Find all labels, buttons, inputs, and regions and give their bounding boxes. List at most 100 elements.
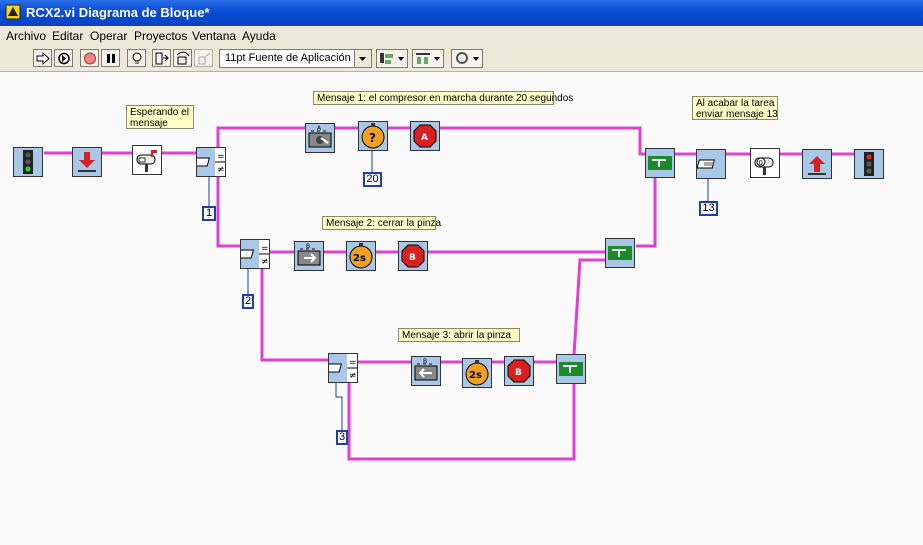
motor-b-off-node-2[interactable]: B xyxy=(504,356,534,386)
menu-editar[interactable]: Editar xyxy=(52,29,84,43)
constant-13[interactable]: 13 xyxy=(699,201,718,216)
stop-sign-b-icon: B xyxy=(507,359,531,383)
run-continuously-button[interactable] xyxy=(54,49,73,67)
menu-ventana[interactable]: Ventana xyxy=(192,29,237,43)
pause-icon xyxy=(107,54,115,63)
download-node[interactable] xyxy=(72,147,102,177)
motor-a-on-node[interactable]: A xyxy=(305,123,335,153)
note-waiting[interactable]: Esperando el mensaje xyxy=(126,105,194,129)
distribute-objects-dropdown[interactable] xyxy=(412,49,444,68)
constant-2[interactable]: 2 xyxy=(242,294,254,309)
step-over-button[interactable] xyxy=(173,49,192,67)
motor-b-open-node[interactable]: B xyxy=(411,356,441,386)
case-end-green-icon xyxy=(608,246,632,260)
stop-a-label: A xyxy=(421,133,428,143)
message-case-2[interactable]: =≠ xyxy=(237,239,270,269)
wire-branch-msg2 xyxy=(216,162,240,248)
traffic-light-red-icon xyxy=(864,152,874,176)
timer-b2-label: 2s xyxy=(469,370,482,381)
step-out-button[interactable] xyxy=(194,49,213,67)
abort-stop-icon xyxy=(84,52,96,65)
wire-msg2-merge xyxy=(636,167,657,248)
stopwatch-2s-icon: 2s xyxy=(465,360,489,386)
motor-a-off-node[interactable]: A xyxy=(410,121,440,151)
block-diagram-canvas[interactable]: Esperando el mensaje Mensaje 1: el compr… xyxy=(0,72,923,545)
wire-branch-msg3 xyxy=(260,262,330,362)
reorder-dropdown[interactable] xyxy=(451,49,483,68)
font-select-arrow[interactable] xyxy=(354,50,371,67)
wait-question-label: ? xyxy=(369,131,376,145)
stop-b2-label: B xyxy=(515,368,522,378)
motor-b-close-node[interactable]: B xyxy=(294,241,324,271)
mailbox-zero-icon: 0 xyxy=(754,157,774,175)
message-case-1[interactable]: =≠ xyxy=(193,147,226,177)
note-msg2[interactable]: Mensaje 2: cerrar la pinza xyxy=(322,216,441,230)
wait-2s-node-1[interactable]: 2s xyxy=(346,241,376,271)
timer-b1-label: 2s xyxy=(353,253,366,264)
reorder-icon xyxy=(456,52,479,64)
case-end-green-icon xyxy=(559,362,583,376)
stop-b1-label: B xyxy=(409,253,416,263)
clear-message-node[interactable]: 0 xyxy=(750,148,780,178)
case-end-node-1[interactable] xyxy=(645,148,675,178)
note-msg1[interactable]: Mensaje 1: el compresor en marcha durant… xyxy=(313,91,573,105)
note-end[interactable]: Al acabar la tarea enviar mensaje 13 xyxy=(692,96,778,120)
align-objects-dropdown[interactable] xyxy=(376,49,408,68)
case-end-green-icon xyxy=(648,156,672,170)
case-end-node-3[interactable] xyxy=(556,354,586,384)
mailbox-icon xyxy=(136,150,157,172)
pause-button[interactable] xyxy=(101,49,120,67)
svg-text:≠: ≠ xyxy=(217,165,225,175)
svg-text:=: = xyxy=(349,358,357,368)
send-message-node[interactable] xyxy=(696,149,726,179)
run-arrow-icon xyxy=(36,51,50,66)
abort-button[interactable] xyxy=(80,49,99,67)
motor-brick-icon: B xyxy=(414,358,438,381)
font-select[interactable]: 11pt Fuente de Aplicación xyxy=(219,49,372,68)
step-out-icon xyxy=(198,52,211,65)
stop-sign-a-icon: A xyxy=(413,124,437,148)
svg-text:≠: ≠ xyxy=(349,371,357,381)
menu-operar[interactable]: Operar xyxy=(90,29,128,43)
font-select-value: 11pt Fuente de Aplicación xyxy=(225,52,351,64)
run-button[interactable] xyxy=(33,49,52,67)
stop-sign-b-icon: B xyxy=(401,244,425,268)
constant-3[interactable]: 3 xyxy=(336,430,348,445)
arrow-up-icon xyxy=(808,156,826,175)
traffic-light-green-icon xyxy=(23,150,33,174)
svg-text:0: 0 xyxy=(759,159,763,167)
envelope-compare-icon: =≠ xyxy=(237,240,269,268)
note-msg3[interactable]: Mensaje 3: abrir la pinza xyxy=(398,328,520,342)
run-continuously-icon xyxy=(58,52,70,65)
step-into-button[interactable] xyxy=(152,49,171,67)
wait-2s-node-2[interactable]: 2s xyxy=(462,358,492,388)
chevron-down-icon xyxy=(359,57,366,61)
wire-msg3-up xyxy=(572,258,605,356)
upload-node[interactable] xyxy=(802,149,832,179)
step-into-icon xyxy=(155,52,169,65)
toolbar: 11pt Fuente de Aplicación xyxy=(0,46,923,72)
message-case-3[interactable]: =≠ xyxy=(325,353,358,383)
step-over-icon xyxy=(176,51,190,65)
menu-ayuda[interactable]: Ayuda xyxy=(242,29,276,43)
case-end-node-2[interactable] xyxy=(605,238,635,268)
end-task-node[interactable] xyxy=(854,149,884,179)
envelope-compare-icon: =≠ xyxy=(325,354,357,382)
wait-timer-node[interactable]: ? xyxy=(358,121,388,151)
constant-20[interactable]: 20 xyxy=(363,172,382,187)
wire-const-3 xyxy=(335,374,343,430)
menu-proyectos[interactable]: Proyectos xyxy=(134,29,188,43)
menu-archivo[interactable]: Archivo xyxy=(6,29,47,43)
menu-bar: Archivo Editar Operar Proyectos Ventana … xyxy=(0,26,923,46)
envelope-send-icon xyxy=(696,150,725,178)
constant-1[interactable]: 1 xyxy=(202,206,216,221)
lightbulb-icon xyxy=(132,52,142,64)
wait-message-node[interactable] xyxy=(132,145,162,175)
highlight-execution-button[interactable] xyxy=(127,49,146,67)
labview-app-icon xyxy=(5,4,21,20)
align-objects-icon xyxy=(380,53,404,64)
begin-task-node[interactable] xyxy=(13,147,43,177)
wires xyxy=(44,126,865,461)
motor-b-off-node-1[interactable]: B xyxy=(398,241,428,271)
window-title: RCX2.vi Diagrama de Bloque* xyxy=(26,5,210,20)
